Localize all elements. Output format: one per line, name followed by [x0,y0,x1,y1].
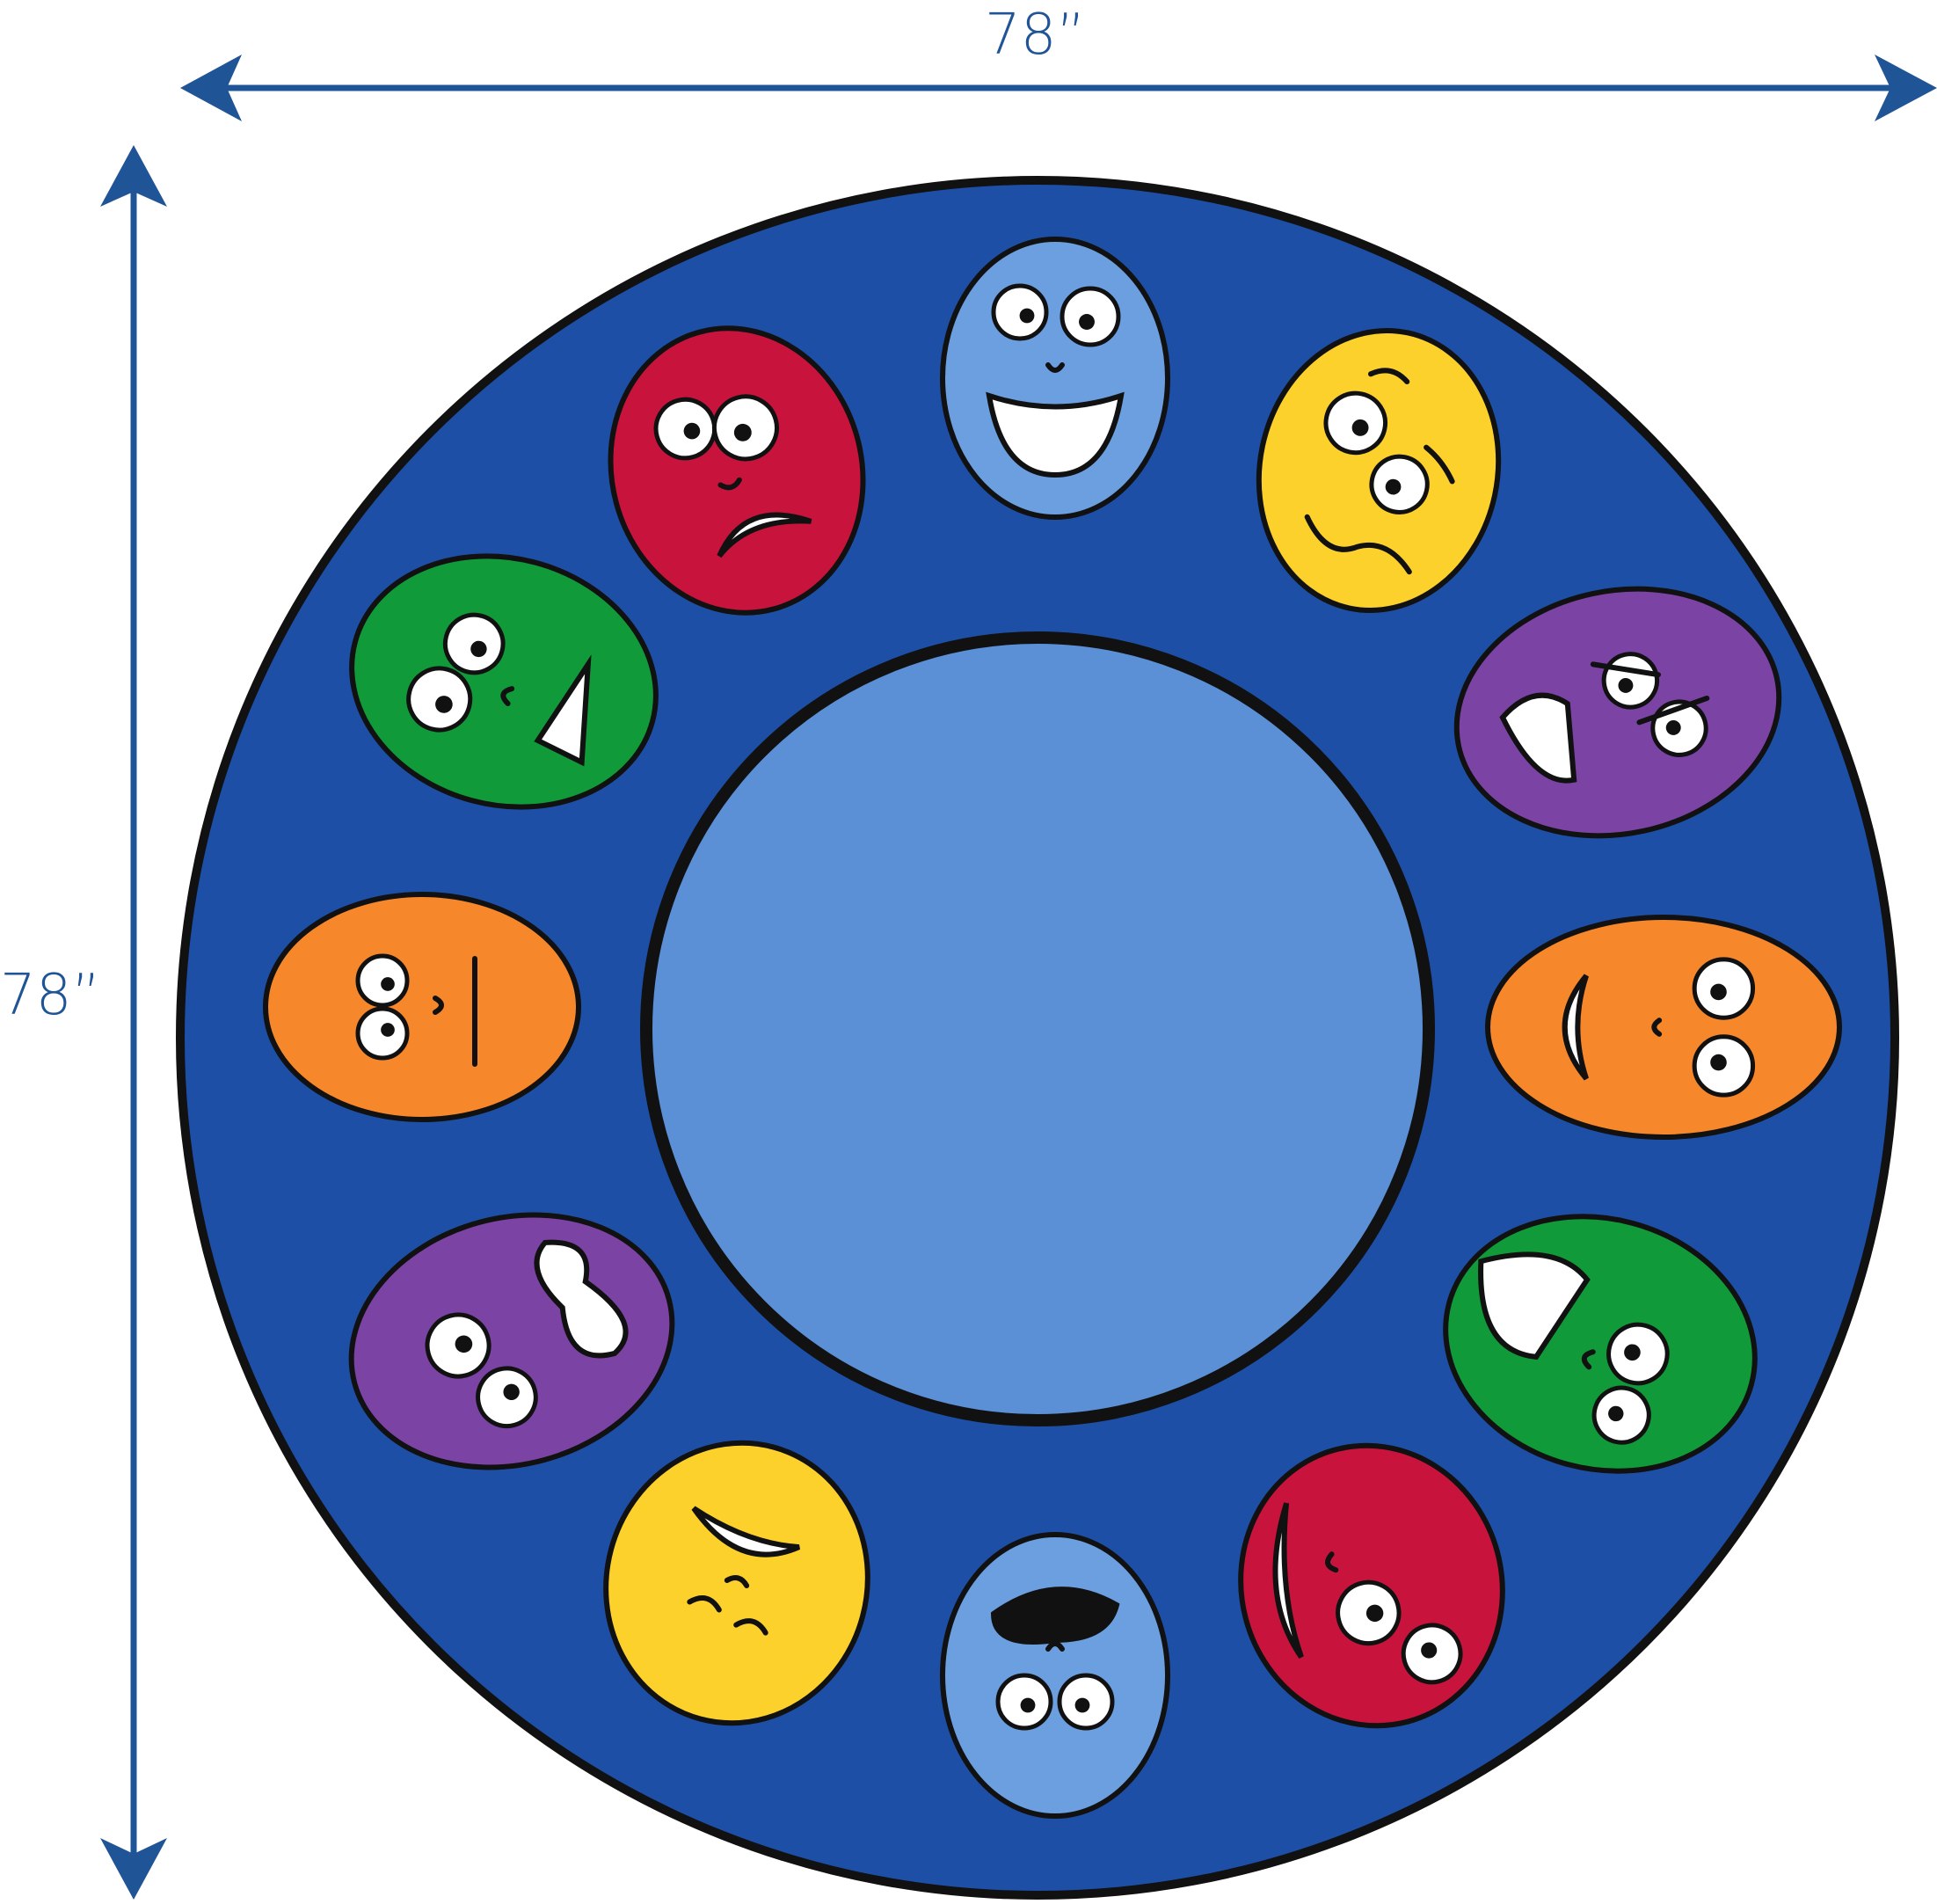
mouth [534,654,592,767]
nose [717,477,742,491]
eye [1336,1579,1402,1646]
eye [991,283,1049,341]
closed-eye [687,1595,722,1613]
face-upper-right-yellow-worried [1256,327,1502,614]
eye [476,1366,538,1429]
brow [1367,368,1410,385]
eye [355,953,410,1008]
face-body [603,1440,870,1726]
mouth [1499,692,1577,784]
face-left-purple-scared [348,1212,675,1470]
face-left-orange-skeptical [263,892,581,1122]
rug-center-circle [640,631,1435,1426]
face-body [263,892,581,1122]
height-dimension-label: 78” [0,963,101,1028]
mouth [1478,1251,1591,1361]
eye [1401,1623,1463,1685]
eye [355,1006,410,1061]
eye [1060,286,1121,347]
face-lower-right-red-surprised [1238,1442,1505,1729]
eye [1057,1673,1115,1731]
eye [1323,390,1388,456]
face-top-blue-grin [940,237,1170,520]
closed-eye [733,1618,768,1636]
face-body [940,1532,1170,1819]
brow [1590,661,1662,678]
brow [1636,695,1710,726]
mouth [986,391,1125,478]
nose [433,996,444,1015]
eye [1606,1322,1670,1386]
eye [442,612,506,675]
eye [406,666,473,733]
brow [1424,444,1455,485]
eye [425,1312,492,1379]
nose [1045,1641,1065,1652]
eye [1692,1034,1756,1098]
width-dimension-label: 78” [985,3,1086,68]
mouth [1272,1502,1304,1659]
face-right-purple-angry [1453,586,1782,839]
face-lower-right-green-grimace [1443,1214,1758,1474]
face-lower-left-yellow-content [603,1440,870,1726]
eye [711,394,779,462]
mouth [534,1239,629,1359]
nose [1045,362,1065,373]
eye [1591,1385,1651,1445]
height-dimension-arrow [100,145,167,1900]
eye [1369,454,1430,514]
face-body [1485,915,1842,1140]
eye [1692,957,1756,1020]
face-bottom-blue-shocked [940,1532,1170,1819]
nose [1325,1551,1339,1573]
mouth [1562,974,1589,1081]
nose [724,1575,750,1588]
nose [1581,1349,1596,1370]
nose [1651,1018,1663,1037]
face-upper-left-red-sad [608,325,866,616]
eye [995,1673,1053,1731]
mouth [691,1506,801,1557]
mouth [1304,514,1412,575]
emotion-faces [263,237,1842,1819]
face-body [608,325,866,616]
mouth [990,1587,1120,1645]
face-body [1453,586,1782,839]
face-body [348,1212,675,1470]
width-dimension-arrow [180,55,1937,121]
face-upper-left-green-nervous [349,553,659,810]
face-right-orange-smirk [1485,915,1842,1140]
nose [500,686,515,707]
mouth [717,512,812,558]
